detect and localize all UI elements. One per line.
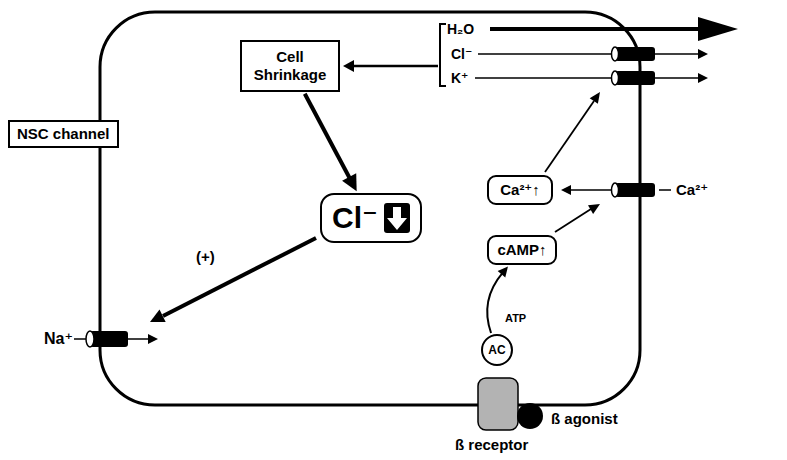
ion-label: K⁺ (451, 70, 469, 86)
concentration-box: Cl⁻ (320, 193, 422, 243)
calcium-channel (615, 183, 655, 197)
decrease-arrow-icon (384, 203, 410, 233)
beta-agonist (517, 403, 543, 429)
cell-membrane (100, 12, 640, 405)
substance-label: H₂O (447, 21, 474, 37)
icon-ground (384, 203, 410, 233)
nsc-channel (90, 331, 128, 347)
bracket (440, 24, 446, 86)
substrate-label: ATP (505, 312, 526, 325)
channel-opening (612, 47, 619, 61)
channel-label-box: NSC channel (8, 120, 119, 148)
arrow-head (590, 92, 600, 104)
sign-label: (+) (196, 248, 215, 265)
ion-label: Cl⁻ (451, 46, 472, 62)
flux-line (659, 189, 671, 191)
stimulation-arrow (163, 238, 316, 316)
ligand-label: ß agonist (551, 410, 618, 427)
flux-line (475, 77, 615, 79)
node-text: Ca²⁺↑ (500, 181, 540, 199)
process-box: Cell Shrinkage (240, 40, 340, 92)
node-text: Cl⁻ (332, 200, 378, 236)
arrow-head (498, 267, 508, 278)
concentration-box: cAMP↑ (487, 235, 557, 265)
arrow-head (588, 204, 600, 214)
arrow-head (561, 185, 571, 195)
connector-line (305, 94, 351, 180)
channel-opening (86, 331, 94, 347)
ion-label: Na⁺ (44, 330, 73, 348)
activation-arrow (545, 101, 594, 172)
concentration-box: Ca²⁺↑ (487, 175, 553, 205)
water-arrow-head (698, 17, 738, 41)
flux-line (478, 53, 615, 55)
node-text: NSC channel (17, 125, 110, 143)
node-text: cAMP↑ (497, 241, 546, 259)
activation-arrow (555, 209, 591, 232)
ion-label: Ca²⁺ (676, 181, 708, 198)
arrow-head (698, 73, 708, 83)
receptor-label: ß receptor (455, 436, 528, 453)
channel-opening (612, 183, 619, 197)
connector (487, 267, 508, 333)
potassium-channel (615, 71, 655, 85)
flux-line (128, 338, 149, 340)
flux-line (570, 189, 611, 191)
enzyme-circle: AC (481, 334, 513, 366)
connector-line (487, 273, 503, 333)
flux-line (655, 77, 699, 79)
node-text: AC (488, 343, 505, 357)
arrow-head (148, 334, 158, 344)
arrow-head (698, 49, 708, 59)
node-text: Cell Shrinkage (248, 48, 332, 84)
arrow-line (352, 65, 438, 68)
connector (305, 94, 357, 191)
beta-receptor (478, 378, 518, 430)
arrow-head (343, 60, 354, 72)
icon-arrow (387, 207, 407, 230)
arrow-head (150, 310, 166, 323)
channel-opening (612, 71, 619, 85)
chloride-channel (615, 47, 655, 61)
arrow-head (342, 173, 357, 191)
water-arrow-line (490, 27, 700, 31)
flux-line (655, 53, 699, 55)
